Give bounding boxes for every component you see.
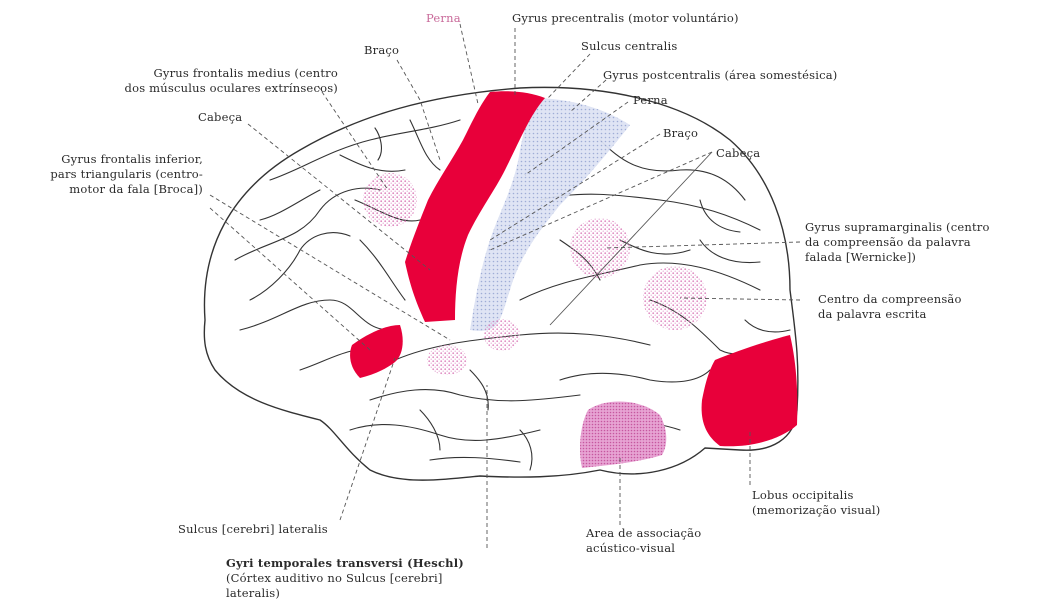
- sulcus-lateralis-label: Sulcus [cerebri] lateralis: [178, 522, 328, 537]
- auditory-area-1: [427, 345, 467, 375]
- broca-motor-area: [350, 325, 403, 378]
- lobus-occipitalis-line2: (memorização visual): [752, 503, 881, 518]
- gyrus-frontalis-inferior-line1: Gyrus frontalis inferior,: [8, 152, 203, 167]
- cabeca-left-label: Cabeça: [198, 110, 242, 125]
- gyrus-supramarginalis-line3: falada [Wernicke]): [805, 250, 990, 265]
- braco-top-label: Braço: [364, 43, 399, 58]
- centro-escrita-line2: da palavra escrita: [818, 307, 962, 322]
- frontal-eye-field: [363, 173, 417, 227]
- centro-escrita-line1: Centro da compreensão: [818, 292, 962, 307]
- perna-right-label: Perna: [633, 93, 668, 108]
- lobus-occipitalis-label: Lobus occipitalis (memorização visual): [752, 488, 881, 518]
- acoustic-visual-association-area: [580, 402, 666, 468]
- area-associacao-label: Area de associação acústico-visual: [586, 526, 701, 556]
- occipital-visual-area: [702, 335, 798, 446]
- gyrus-supramarginalis-line2: da compreensão da palavra: [805, 235, 990, 250]
- braco-right-label: Braço: [663, 126, 698, 141]
- perna-top-label: Perna: [426, 11, 461, 26]
- gyri-temporales-line1: Gyri temporales transversi (Heschl): [226, 556, 464, 571]
- auditory-area-2: [484, 319, 520, 351]
- gyrus-frontalis-medius-label: Gyrus frontalis medius (centro dos múscu…: [18, 66, 338, 96]
- gyrus-frontalis-inferior-line2: pars triangularis (centro-: [8, 167, 203, 182]
- gyrus-frontalis-inferior-line3: motor da fala [Broca]): [8, 182, 203, 197]
- gyri-temporales-line3: lateralis): [226, 586, 464, 601]
- area-associacao-line1: Area de associação: [586, 526, 701, 541]
- gyri-temporales-line2: (Córtex auditivo no Sulcus [cerebri]: [226, 571, 464, 586]
- gyrus-supramarginalis-line1: Gyrus supramarginalis (centro: [805, 220, 990, 235]
- area-associacao-line2: acústico-visual: [586, 541, 701, 556]
- centro-escrita-label: Centro da compreensão da palavra escrita: [818, 292, 962, 322]
- lobus-occipitalis-line1: Lobus occipitalis: [752, 488, 881, 503]
- gyri-temporales-label: Gyri temporales transversi (Heschl) (Cór…: [226, 556, 464, 601]
- wernicke-area: [570, 218, 630, 278]
- sulcus-centralis-label: Sulcus centralis: [581, 39, 677, 54]
- cabeca-right-label: Cabeça: [716, 146, 760, 161]
- gyrus-supramarginalis-label: Gyrus supramarginalis (centro da compree…: [805, 220, 990, 265]
- gyrus-precentralis-label: Gyrus precentralis (motor voluntário): [512, 11, 739, 26]
- gyrus-frontalis-medius-line2: dos músculus oculares extrínsecos): [18, 81, 338, 96]
- gyrus-postcentralis-label: Gyrus postcentralis (área somestésica): [603, 68, 837, 83]
- gyrus-frontalis-medius-line1: Gyrus frontalis medius (centro: [18, 66, 338, 81]
- gyrus-frontalis-inferior-label: Gyrus frontalis inferior, pars triangula…: [8, 152, 203, 197]
- reading-center: [643, 266, 707, 330]
